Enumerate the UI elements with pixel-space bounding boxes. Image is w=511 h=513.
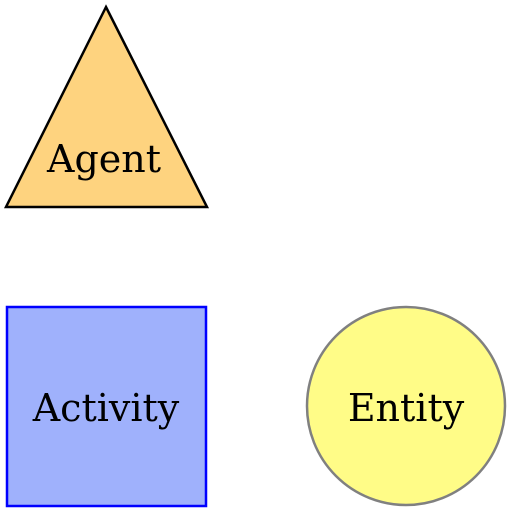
agent-triangle-shape xyxy=(3,4,210,209)
agent-label: Agent xyxy=(46,137,161,181)
entity-node[interactable]: Entity xyxy=(305,305,507,507)
activity-rectangle-shape xyxy=(5,305,208,508)
activity-label: Activity xyxy=(32,386,180,430)
entity-label: Entity xyxy=(348,386,465,430)
entity-circle-shape xyxy=(305,305,507,507)
activity-node[interactable]: Activity xyxy=(5,305,208,508)
agent-node[interactable]: Agent xyxy=(3,4,210,209)
